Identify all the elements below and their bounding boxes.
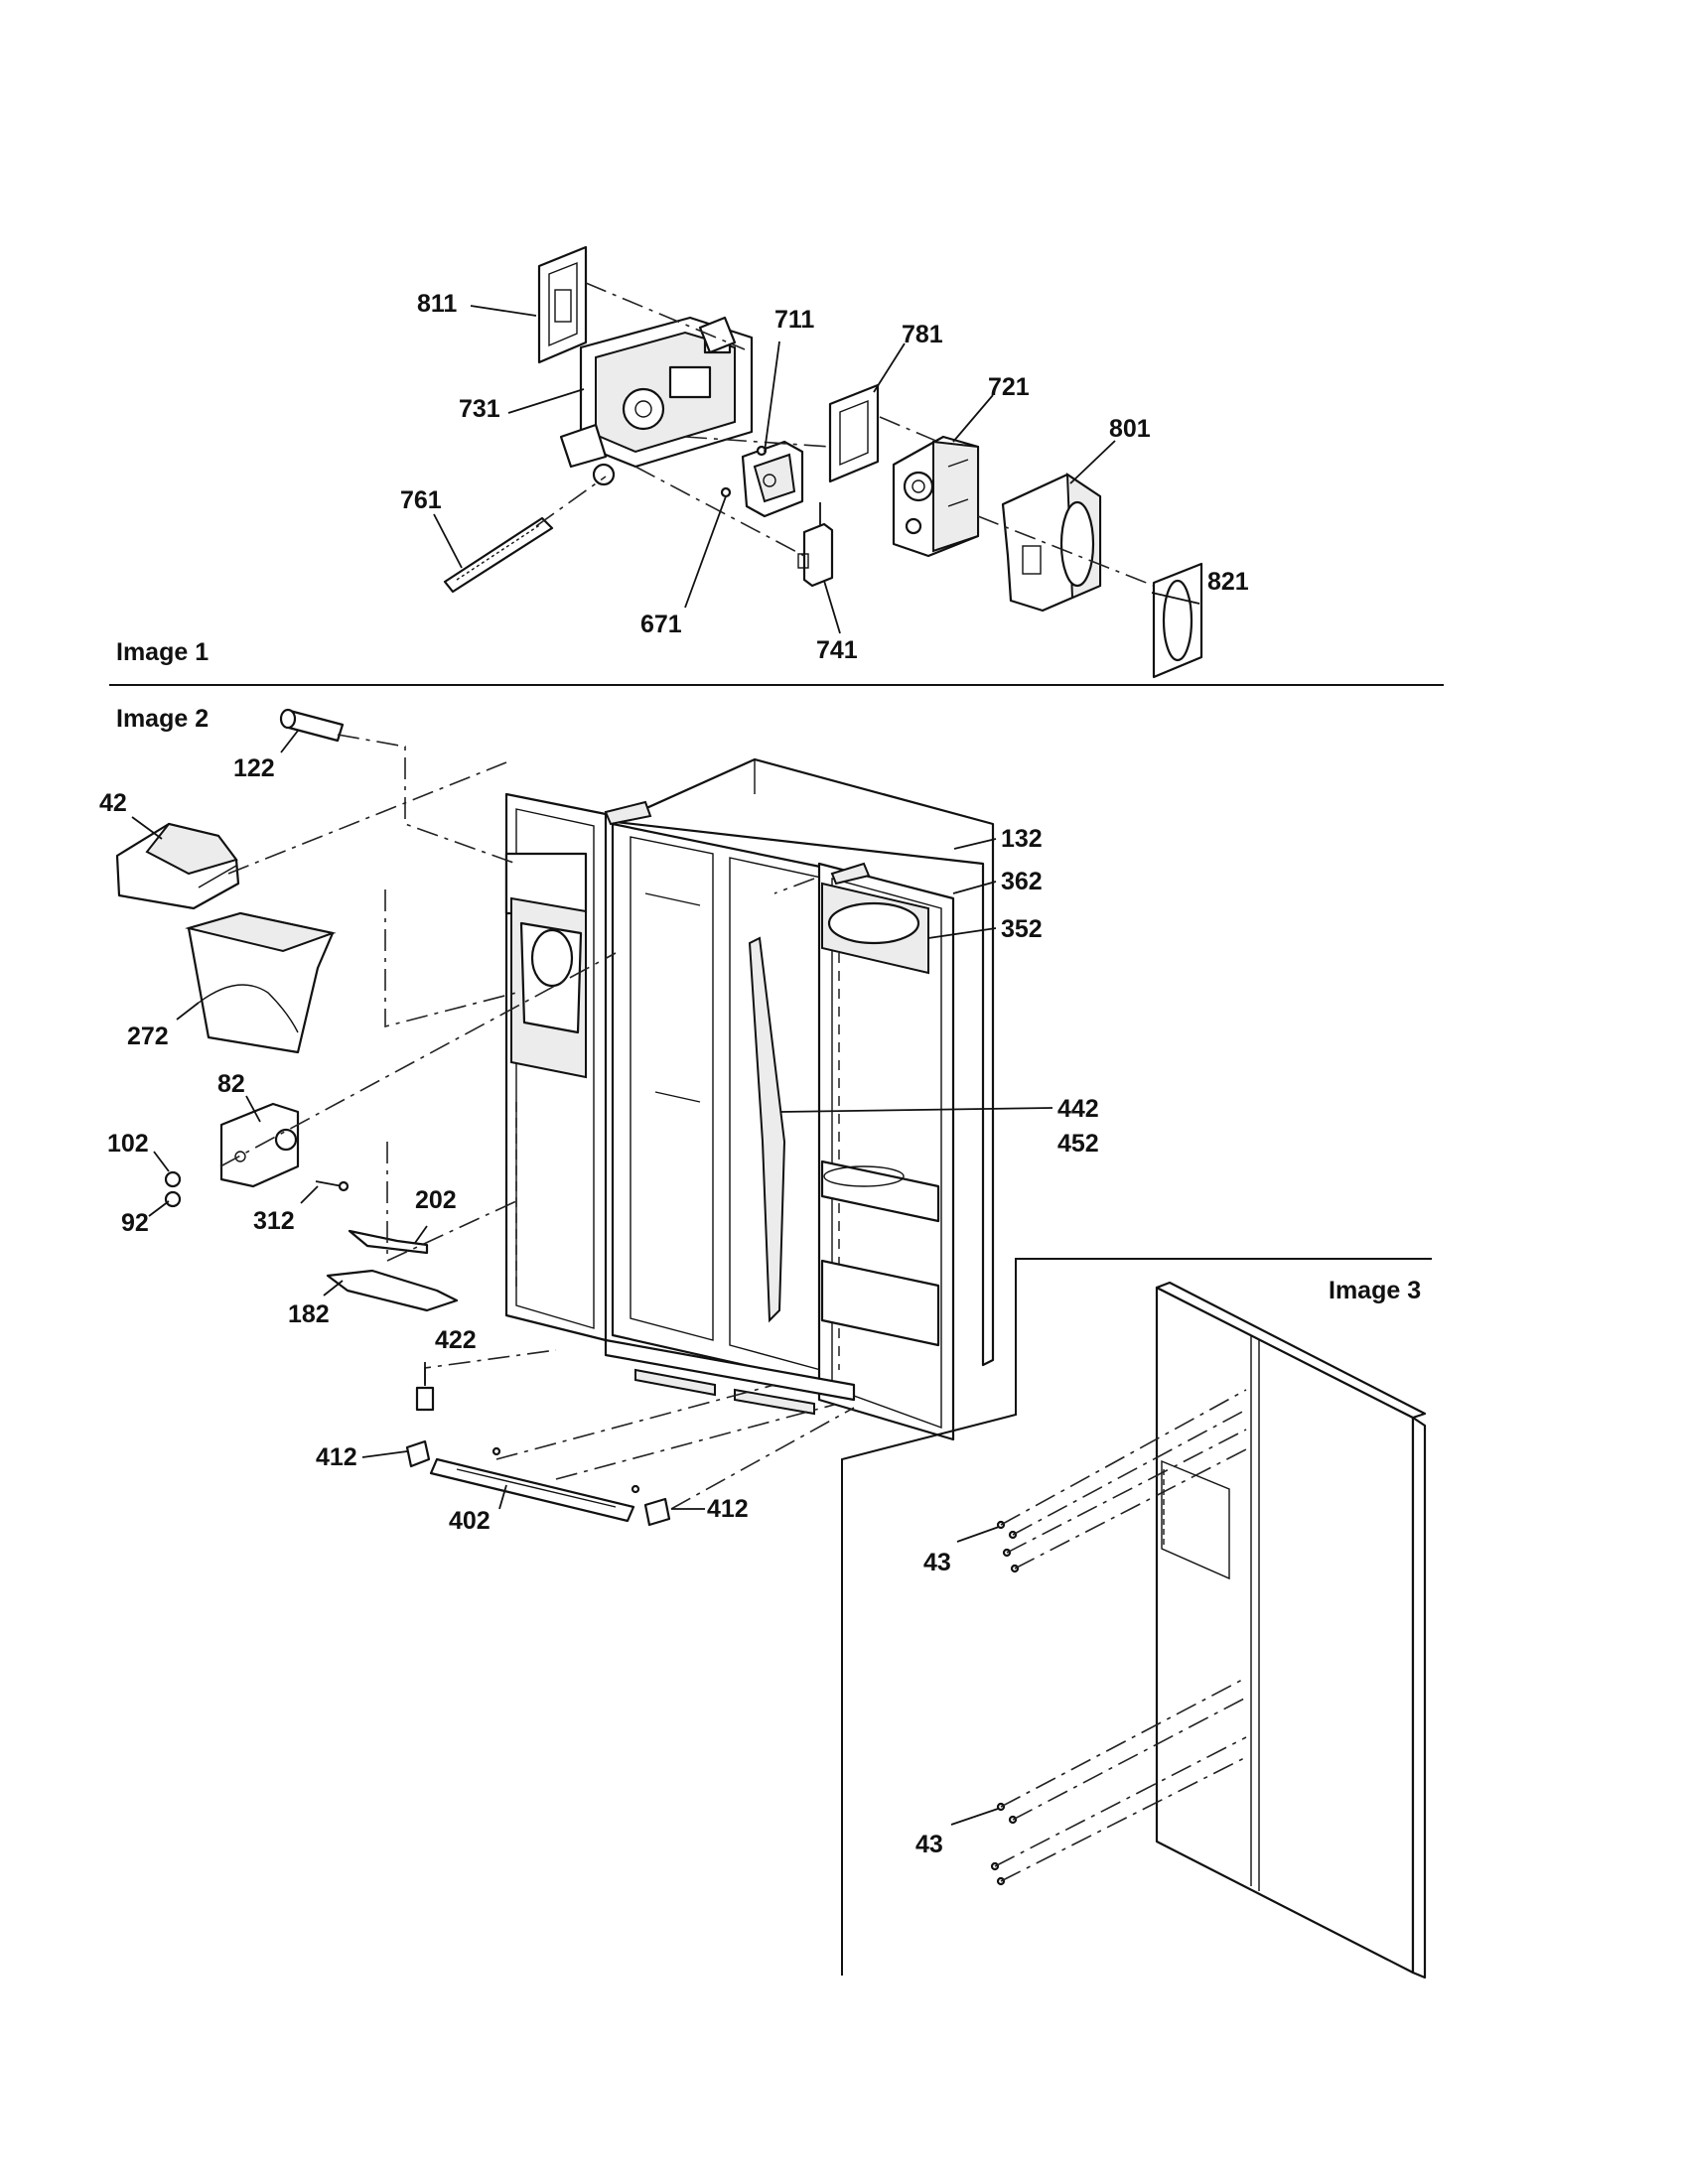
callout-412-left: 412 xyxy=(316,1443,357,1471)
door-panel xyxy=(1155,1281,1427,1979)
callout-781: 781 xyxy=(902,321,943,348)
image3-frame xyxy=(841,1258,1432,1976)
part-721-body xyxy=(892,435,980,558)
cabinet-shell xyxy=(614,757,995,1367)
callout-43-upper: 43 xyxy=(923,1549,951,1576)
callout-442: 442 xyxy=(1057,1095,1099,1123)
part-272-bucket xyxy=(185,911,337,1054)
part-122-filter xyxy=(279,708,345,743)
image1-leaders xyxy=(433,305,1200,634)
callout-42: 42 xyxy=(99,789,127,817)
screws-43-upper xyxy=(996,1520,1020,1573)
callout-821: 821 xyxy=(1207,568,1249,596)
part-731-housing xyxy=(559,316,754,486)
callout-352: 352 xyxy=(1001,915,1043,943)
screws-43-lower xyxy=(990,1802,1018,1886)
callout-711: 711 xyxy=(774,306,814,334)
callout-132: 132 xyxy=(1001,825,1043,853)
callout-122: 122 xyxy=(233,754,275,782)
callout-761: 761 xyxy=(400,486,442,514)
callout-82: 82 xyxy=(217,1070,245,1098)
image1-title: Image 1 xyxy=(116,638,209,666)
cabinet-opening xyxy=(611,822,856,1392)
callout-741: 741 xyxy=(816,636,858,664)
callout-671: 671 xyxy=(640,611,682,638)
callout-811: 811 xyxy=(417,290,457,318)
callout-452: 452 xyxy=(1057,1130,1099,1158)
part-741-switch xyxy=(797,502,834,588)
leader-43b xyxy=(950,1808,999,1826)
callout-182: 182 xyxy=(288,1300,330,1328)
callout-272: 272 xyxy=(127,1023,169,1050)
callout-721: 721 xyxy=(988,373,1030,401)
top-hinges xyxy=(604,800,871,886)
part-671-screw xyxy=(720,445,768,498)
callout-102: 102 xyxy=(107,1130,149,1158)
image3-dashlines xyxy=(994,1389,1247,1882)
image2-group xyxy=(115,708,1053,1527)
base-area xyxy=(604,1338,856,1416)
part-761-rod xyxy=(443,516,554,594)
callout-92: 92 xyxy=(121,1209,149,1237)
part-202-lever xyxy=(348,1229,429,1255)
callout-43-lower: 43 xyxy=(915,1831,943,1858)
callout-731: 731 xyxy=(459,395,500,423)
freezer-door xyxy=(504,792,608,1342)
part-801-cover xyxy=(1001,473,1102,613)
part-821-bezel xyxy=(1152,562,1203,679)
callout-422: 422 xyxy=(435,1326,477,1354)
leader-43a xyxy=(956,1526,1000,1543)
part-402-grille xyxy=(405,1439,671,1527)
callout-362: 362 xyxy=(1001,868,1043,895)
part-42-cover xyxy=(115,822,240,910)
part-182-pad xyxy=(326,1269,459,1312)
part-312-screw xyxy=(315,1180,350,1192)
part-781-gasket xyxy=(828,383,880,483)
part-711-motor xyxy=(741,440,804,518)
image2-leaders xyxy=(131,730,1053,1510)
image1-group xyxy=(433,245,1203,679)
image2-title: Image 2 xyxy=(116,705,209,733)
nuts-102-92 xyxy=(164,1170,182,1208)
callout-801: 801 xyxy=(1109,415,1151,443)
image3-group xyxy=(841,1258,1432,1979)
part-811-plate xyxy=(537,245,588,364)
image3-title: Image 3 xyxy=(1329,1277,1421,1304)
callout-312: 312 xyxy=(253,1207,295,1235)
callout-402: 402 xyxy=(449,1507,491,1535)
fresh-food-door xyxy=(817,862,955,1441)
part-422-clip xyxy=(415,1386,435,1412)
callout-202: 202 xyxy=(415,1186,457,1214)
callout-412-right: 412 xyxy=(707,1495,749,1523)
